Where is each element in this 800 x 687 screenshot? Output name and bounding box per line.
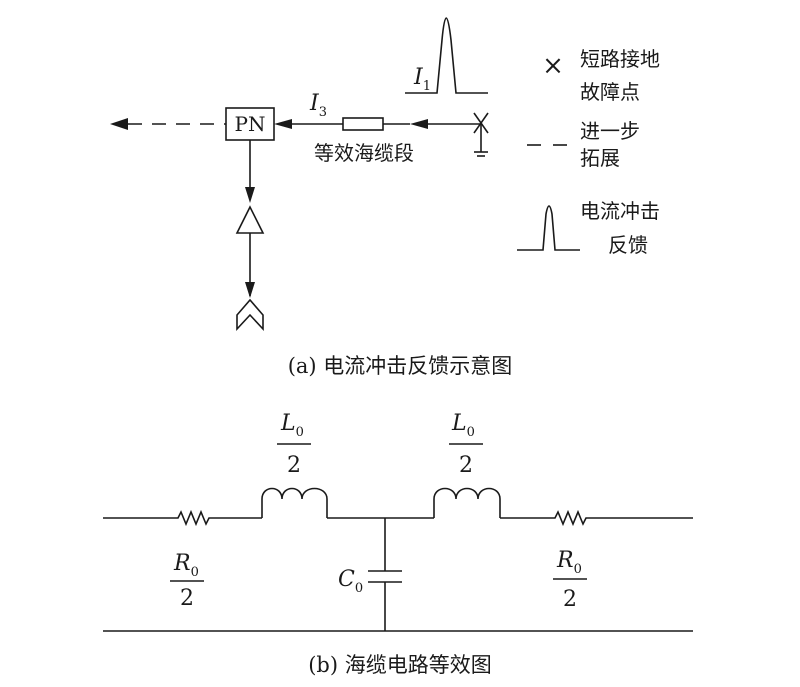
legend-pulse-line1: 电流冲击 — [580, 199, 660, 223]
svg-text:2: 2 — [459, 453, 473, 478]
legend: × 短路接地 故障点 进一步 拓展 电流冲击 反馈 — [517, 47, 660, 257]
svg-text:R0: R0 — [556, 548, 582, 577]
legend-extension-line1: 进一步 — [580, 119, 640, 143]
panel-a-caption: (a) 电流冲击反馈示意图 — [288, 354, 513, 378]
r-right-fraction: R0 2 — [553, 548, 587, 612]
branching-unit-icon — [236, 298, 264, 332]
svg-text:2: 2 — [563, 587, 577, 612]
svg-text:L0: L0 — [451, 411, 475, 440]
panel-b: L0 2 L0 2 R0 2 R0 2 C0 (b) 海缆电路等效图 — [103, 411, 693, 677]
svg-text:2: 2 — [287, 453, 301, 478]
arrow-mid-icon — [410, 119, 428, 129]
left-arrow-icon — [110, 118, 128, 130]
svg-text:R0: R0 — [173, 551, 199, 580]
legend-fault-line2: 故障点 — [580, 80, 640, 104]
l-left-fraction: L0 2 — [277, 411, 311, 478]
pn-label: PN — [235, 112, 266, 136]
i3-label: I3 — [309, 91, 327, 120]
panel-b-caption: (b) 海缆电路等效图 — [308, 653, 492, 677]
r-left-fraction: R0 2 — [170, 551, 204, 611]
legend-pulse-icon — [517, 205, 580, 251]
c0-label: C0 — [338, 567, 363, 596]
down-arrow-icon — [245, 187, 255, 203]
legend-fault-icon: × — [542, 51, 564, 81]
svg-text:L0: L0 — [280, 411, 304, 440]
fault-point-icon — [473, 112, 489, 157]
panel-a: PN I3 等效海缆段 I1 × 短路 — [110, 17, 660, 378]
i1-label: I1 — [413, 65, 431, 94]
legend-extension-line2: 拓展 — [580, 146, 620, 170]
legend-pulse-line2: 反馈 — [608, 233, 648, 257]
arrow-into-pn-icon — [274, 119, 292, 129]
repeater-triangle-icon — [235, 205, 265, 234]
legend-fault-line1: 短路接地 — [580, 47, 660, 71]
resistor-left — [103, 509, 262, 527]
resistor-right — [500, 509, 693, 527]
current-pulse-waveform — [405, 17, 488, 94]
l-right-fraction: L0 2 — [449, 411, 483, 478]
down-arrow-2-icon — [245, 282, 255, 298]
inductor-left — [261, 487, 328, 518]
equivalent-cable-resistor — [342, 117, 384, 131]
inductor-right — [433, 487, 501, 518]
svg-text:2: 2 — [180, 586, 194, 611]
segment-label: 等效海缆段 — [314, 141, 414, 165]
